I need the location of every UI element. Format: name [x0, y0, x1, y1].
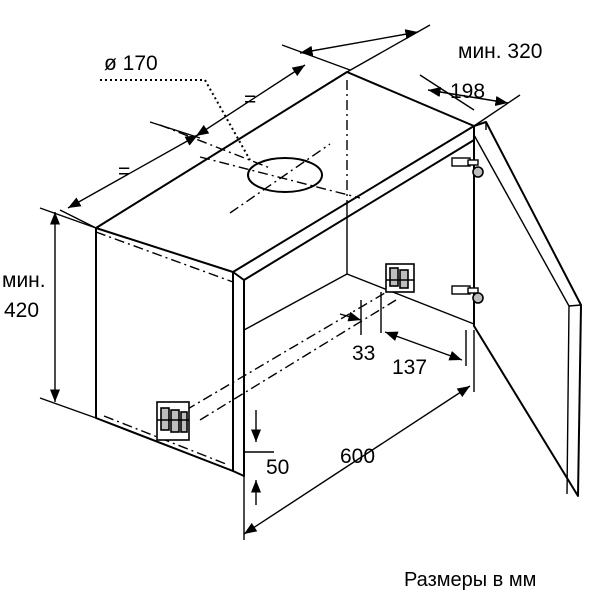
label-height-420: 420 — [4, 299, 39, 322]
mounting-bracket-left — [156, 401, 190, 441]
label-min-height: мин. — [2, 269, 46, 292]
hinge-bottom — [451, 285, 484, 304]
hinge-top — [451, 157, 484, 178]
label-bottom-50: 50 — [266, 456, 289, 479]
duct-opening — [159, 124, 361, 214]
dimension-lines — [39, 24, 521, 540]
cabinet-door — [473, 121, 582, 497]
label-equal-side: = — [118, 160, 130, 183]
label-min-depth: мин. 320 — [458, 40, 542, 63]
label-duct-diameter: ø 170 — [104, 52, 158, 75]
caption-units: Размеры в мм — [404, 569, 536, 591]
cabinet-outline — [95, 71, 475, 477]
label-depth-198: 198 — [450, 80, 485, 103]
mounting-bracket-right — [385, 263, 415, 293]
label-equal-back: = — [244, 88, 256, 111]
label-offset-137: 137 — [392, 356, 427, 379]
label-width-600: 600 — [340, 445, 375, 468]
label-offset-33: 33 — [352, 342, 375, 365]
